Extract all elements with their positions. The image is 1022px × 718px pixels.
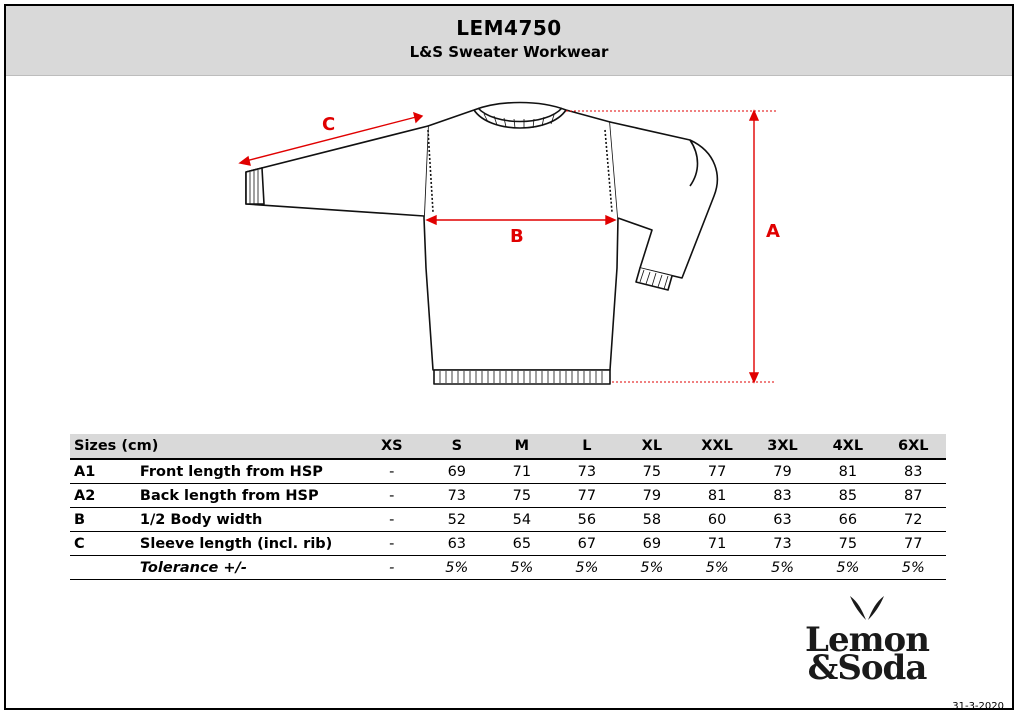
size-header: 3XL <box>749 434 816 460</box>
row-description: Back length from HSP <box>139 483 360 508</box>
measure-c <box>238 111 424 166</box>
row-value: 77 <box>684 459 750 484</box>
label-c: C <box>322 114 335 135</box>
row-value: - <box>359 531 425 556</box>
row-value: - <box>359 459 425 484</box>
row-value: 71 <box>684 531 750 556</box>
leaf-icon <box>850 596 884 620</box>
size-header: XS <box>359 434 425 460</box>
row-value: 5% <box>489 555 555 580</box>
row-value: 75 <box>489 483 555 508</box>
row-description: Sleeve length (incl. rib) <box>139 531 360 556</box>
row-value: 58 <box>619 507 685 532</box>
row-value: - <box>359 483 425 508</box>
row-description: 1/2 Body width <box>139 507 360 532</box>
row-value: 5% <box>554 555 620 580</box>
row-value: 69 <box>424 459 490 484</box>
label-b: B <box>510 226 524 247</box>
row-value: 71 <box>489 459 555 484</box>
row-value: 79 <box>749 459 816 484</box>
row-value: 5% <box>880 555 946 580</box>
row-value: 79 <box>619 483 685 508</box>
row-value: 63 <box>424 531 490 556</box>
row-code: A1 <box>70 459 140 484</box>
row-value: 87 <box>880 483 946 508</box>
row-code <box>70 555 140 580</box>
size-chart-table: Sizes (cm) XS S M L XL XXL 3XL 4XL 6XL A… <box>70 434 946 580</box>
sizes-label: Sizes (cm) <box>70 434 360 460</box>
row-value: 81 <box>684 483 750 508</box>
row-value: 60 <box>684 507 750 532</box>
row-value: 77 <box>554 483 620 508</box>
row-value: 54 <box>489 507 555 532</box>
table-row: A1 Front length from HSP - 69 71 73 75 7… <box>70 459 946 484</box>
row-value: 83 <box>749 483 816 508</box>
sweater-outline <box>245 101 718 385</box>
label-a: A <box>766 221 780 242</box>
brand-logo: Lemon &Soda <box>782 592 952 688</box>
row-value: 67 <box>554 531 620 556</box>
row-value: 81 <box>815 459 881 484</box>
rib-texture <box>249 113 669 383</box>
row-value: - <box>359 507 425 532</box>
row-value: 69 <box>619 531 685 556</box>
row-value: 83 <box>880 459 946 484</box>
row-code: B <box>70 507 140 532</box>
row-value: 5% <box>619 555 685 580</box>
row-value: 75 <box>815 531 881 556</box>
table-header-row: Sizes (cm) XS S M L XL XXL 3XL 4XL 6XL <box>70 434 946 460</box>
row-description: Front length from HSP <box>139 459 360 484</box>
row-value: 72 <box>880 507 946 532</box>
row-value: 5% <box>684 555 750 580</box>
document-date: 31-3-2020 <box>952 701 1004 712</box>
size-header: 4XL <box>815 434 881 460</box>
size-header: XXL <box>684 434 750 460</box>
row-value: 73 <box>554 459 620 484</box>
size-header: S <box>424 434 490 460</box>
tolerance-row: Tolerance +/- - 5% 5% 5% 5% 5% 5% 5% 5% <box>70 555 946 580</box>
row-value: 65 <box>489 531 555 556</box>
size-header: XL <box>619 434 685 460</box>
row-value: 85 <box>815 483 881 508</box>
table-row: B 1/2 Body width - 52 54 56 58 60 63 66 … <box>70 507 946 532</box>
size-header: L <box>554 434 620 460</box>
row-value: 56 <box>554 507 620 532</box>
header-bar: LEM4750 L&S Sweater Workwear <box>6 6 1012 76</box>
row-value: 52 <box>424 507 490 532</box>
product-code: LEM4750 <box>456 16 562 40</box>
row-value: 77 <box>880 531 946 556</box>
size-header: M <box>489 434 555 460</box>
measure-a <box>566 109 776 384</box>
row-value: 5% <box>749 555 816 580</box>
product-name: L&S Sweater Workwear <box>409 43 609 61</box>
row-code: A2 <box>70 483 140 508</box>
sweater-diagram: A B C <box>238 101 780 385</box>
table-row: C Sleeve length (incl. rib) - 63 65 67 6… <box>70 531 946 556</box>
row-value: 73 <box>424 483 490 508</box>
measure-b <box>425 214 617 226</box>
row-value: 5% <box>815 555 881 580</box>
row-code: C <box>70 531 140 556</box>
row-value: 63 <box>749 507 816 532</box>
row-value: 73 <box>749 531 816 556</box>
size-header: 6XL <box>880 434 946 460</box>
table-row: A2 Back length from HSP - 73 75 77 79 81… <box>70 483 946 508</box>
row-value: - <box>359 555 425 580</box>
logo-line-1: Lemon <box>805 620 930 660</box>
row-value: 75 <box>619 459 685 484</box>
logo-line-2: &Soda <box>807 648 928 688</box>
row-value: 5% <box>424 555 490 580</box>
row-description: Tolerance +/- <box>139 555 360 580</box>
row-value: 66 <box>815 507 881 532</box>
